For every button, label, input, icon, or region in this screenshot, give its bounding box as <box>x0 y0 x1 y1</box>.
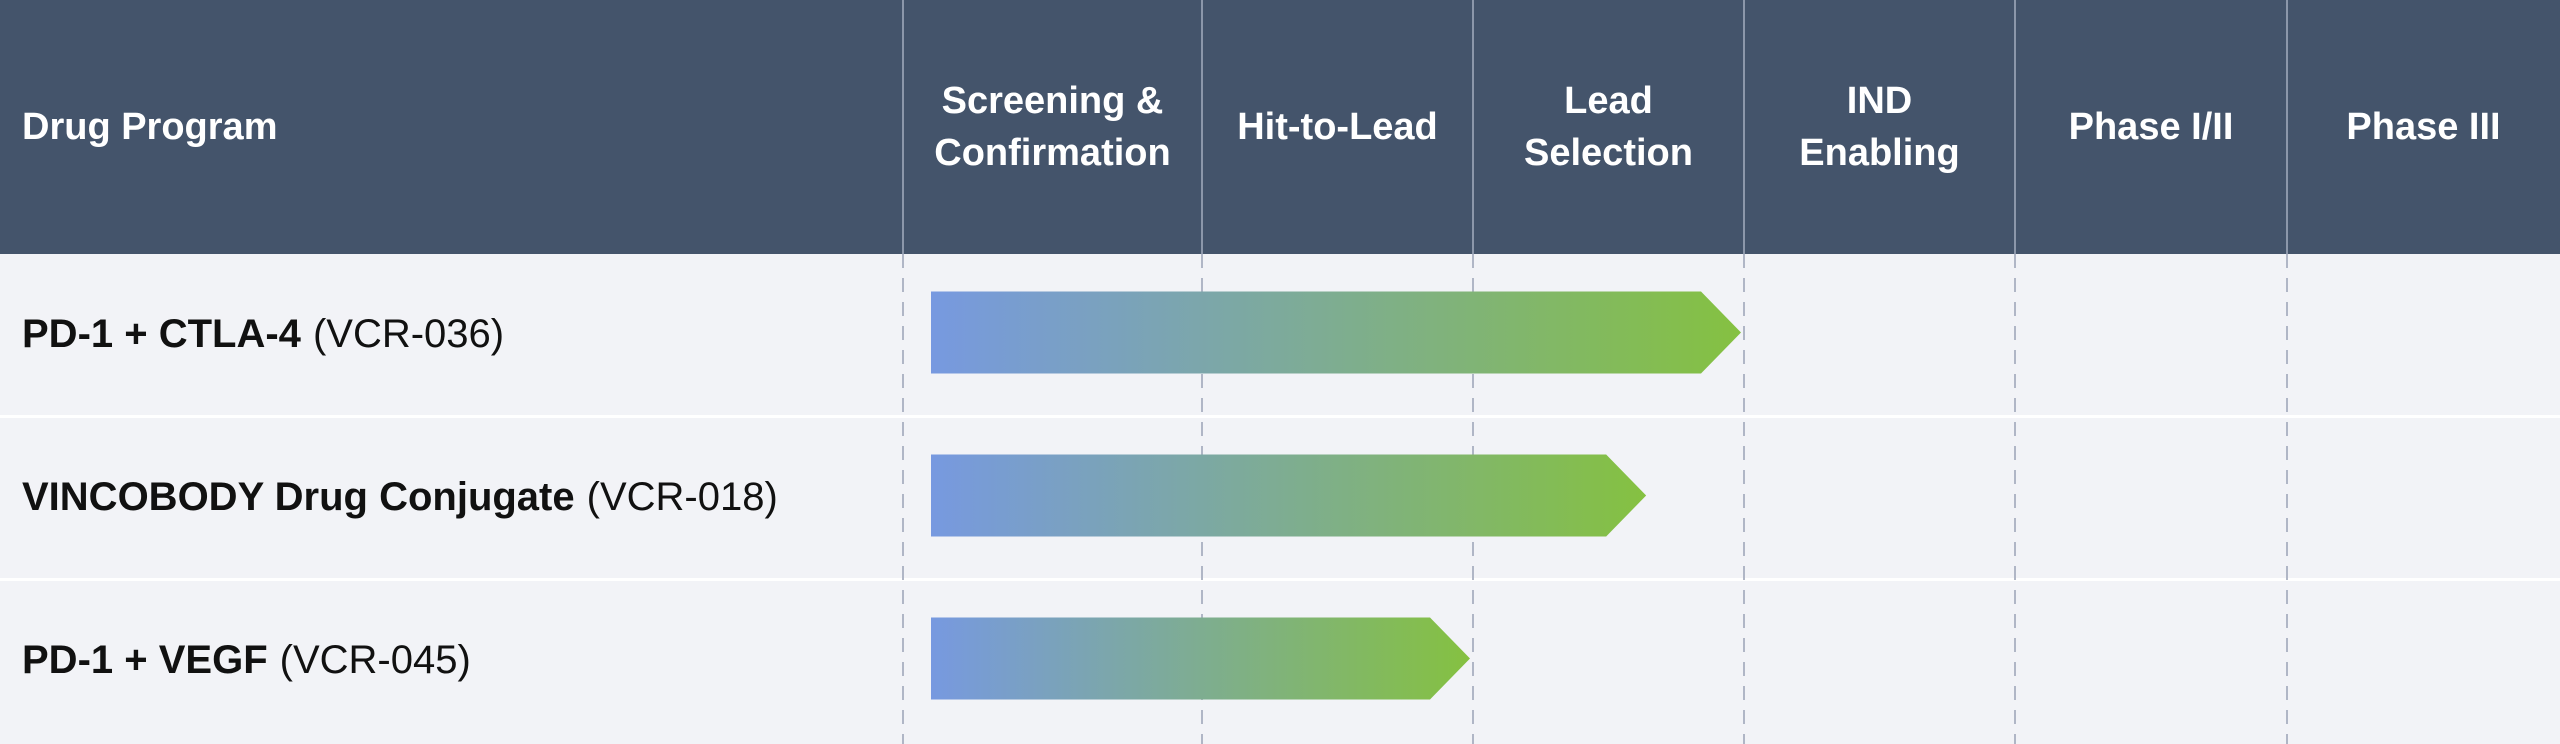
program-name: PD-1 + CTLA-4 <box>22 312 301 356</box>
program-name: PD-1 + VEGF <box>22 638 268 682</box>
stage-header-line: Phase I/II <box>2068 106 2234 148</box>
stage-header-line: Phase III <box>2346 106 2501 148</box>
header-row: Drug Program Screening & Confirmation Hit-… <box>0 0 2560 254</box>
header-drug-program: Drug Program <box>22 105 278 148</box>
stage-header-line: Selection <box>1524 132 1693 174</box>
program-label: PD-1 + VEGF(VCR-045) <box>22 580 471 741</box>
program-code: (VCR-036) <box>312 312 505 356</box>
program-code: (VCR-018) <box>586 475 778 519</box>
stage-header-line: Hit-to-Lead <box>1237 106 1438 148</box>
stage-header-line: Confirmation <box>934 132 1171 174</box>
program-name: VINCOBODY Drug Conjugate <box>22 475 575 519</box>
stage-header-5: Phase I/II <box>2015 0 2287 254</box>
row-divider <box>0 415 2560 418</box>
stage-header-text: IND Enabling <box>1799 75 1959 179</box>
program-code: (VCR-045) <box>279 638 471 682</box>
stage-header-6: Phase III <box>2287 0 2560 254</box>
program-label: VINCOBODY Drug Conjugate(VCR-018) <box>22 417 778 578</box>
stage-header-1: Screening & Confirmation <box>903 0 1202 254</box>
program-label: PD-1 + CTLA-4(VCR-036) <box>22 254 504 415</box>
stage-header-text: Phase III <box>2346 101 2500 153</box>
stage-header-4: IND Enabling <box>1744 0 2015 254</box>
stage-header-line: Enabling <box>1799 132 1960 174</box>
stage-header-text: Hit-to-Lead <box>1237 101 1438 153</box>
stage-header-text: Screening & Confirmation <box>934 75 1170 179</box>
stage-header-text: Phase I/II <box>2069 101 2234 153</box>
stage-header-line: Lead <box>1564 80 1653 122</box>
row-divider <box>0 578 2560 581</box>
stage-header-2: Hit-to-Lead <box>1202 0 1473 254</box>
stage-header-line: Screening & <box>941 80 1164 122</box>
stage-header-line: IND <box>1846 80 1913 122</box>
